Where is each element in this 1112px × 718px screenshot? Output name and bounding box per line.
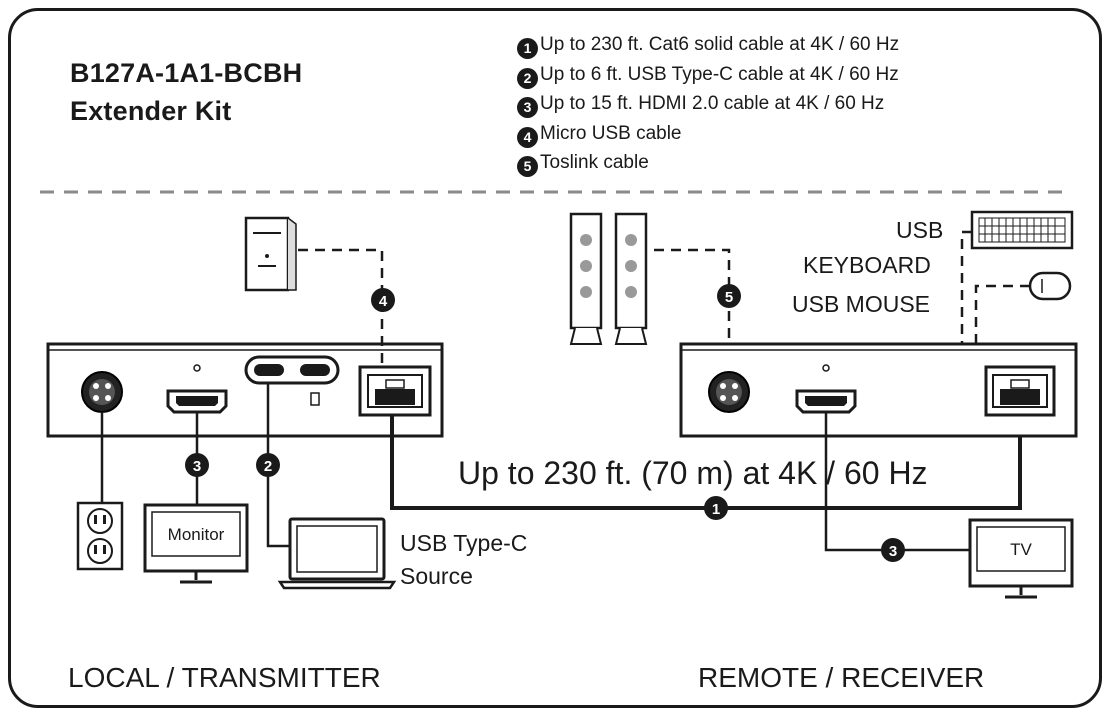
legend-number: 2	[517, 67, 538, 89]
badge-number: 1	[712, 501, 720, 518]
legend-number: 3	[517, 97, 538, 118]
rj45-port-icon	[984, 365, 1056, 417]
hdmi-port-icon	[166, 364, 228, 414]
legend-text: Micro USB cable	[540, 122, 682, 144]
micro-usb-badge: 4	[371, 288, 395, 312]
usb-c-ports-icon	[244, 355, 340, 406]
pc-tower-icon	[244, 216, 297, 292]
tv-icon	[968, 518, 1074, 599]
monitor-label: Monitor	[168, 525, 225, 544]
diagram-frame	[8, 8, 1102, 708]
source-label: Source	[400, 563, 473, 589]
power-outlet-icon	[76, 501, 124, 571]
toslink-badge: 5	[717, 284, 741, 308]
badge-number: 4	[379, 293, 388, 310]
product-model: B127A-1A1-BCBH	[70, 58, 303, 88]
legend-text: Toslink cable	[540, 152, 649, 173]
legend-text: Up to 15 ft. HDMI 2.0 cable at 4K / 60 H…	[540, 93, 885, 114]
legend-number: 4	[517, 126, 538, 148]
legend-number: 5	[517, 156, 538, 177]
hdmi-port-icon	[795, 364, 857, 414]
usb-label: USB	[896, 217, 944, 243]
distance-label: Up to 230 ft. (70 m) at 4K / 60 Hz	[458, 455, 928, 491]
legend-text: Up to 230 ft. Cat6 solid cable at 4K / 6…	[540, 34, 900, 55]
usb-type-c-label: USB Type-C	[400, 530, 528, 556]
usb-c-badge: 2	[256, 453, 280, 477]
speakers-icon	[569, 212, 648, 345]
badge-number: 3	[889, 543, 897, 560]
legend-number: 1	[517, 38, 538, 59]
legend-text: Up to 6 ft. USB Type-C cable at 4K / 60 …	[540, 63, 899, 85]
power-port-icon	[708, 371, 750, 413]
monitor-icon	[143, 503, 249, 584]
hdmi-badge-remote: 3	[881, 538, 905, 562]
local-transmitter-label: LOCAL / TRANSMITTER	[68, 662, 381, 693]
badge-number: 2	[264, 458, 272, 475]
remote-receiver-label: REMOTE / RECEIVER	[698, 662, 985, 693]
badge-number: 5	[725, 289, 733, 306]
mouse-icon	[1028, 271, 1072, 301]
laptop-icon	[277, 517, 397, 590]
tv-label: TV	[1010, 540, 1032, 559]
hdmi-badge-local: 3	[185, 453, 209, 477]
rj45-port-icon	[358, 365, 432, 417]
usb-mouse-label: USB MOUSE	[792, 291, 931, 317]
keyboard-label: KEYBOARD	[803, 252, 931, 278]
badge-number: 3	[193, 458, 201, 475]
product-subtitle: Extender Kit	[70, 96, 232, 126]
keyboard-icon	[970, 210, 1074, 250]
power-port-icon	[81, 371, 123, 413]
cat6-badge: 1	[704, 496, 728, 520]
